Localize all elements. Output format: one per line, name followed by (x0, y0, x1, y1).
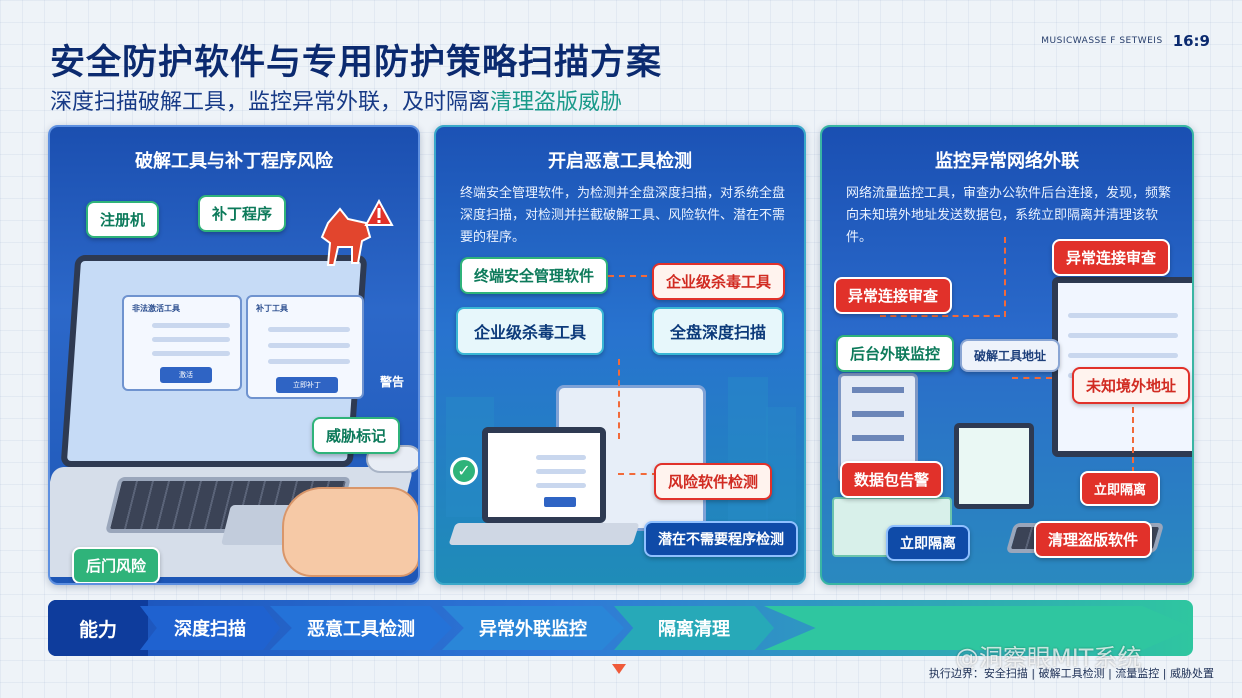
footer-note: 执行边界：安全扫描 | 破解工具检测 | 流量监控 | 威胁处置 (928, 667, 1214, 680)
window-header: 补丁工具 (256, 304, 288, 313)
monitor-small (954, 423, 1034, 509)
tag-full-disk-scan: 全盘深度扫描 (652, 307, 785, 355)
tag-enterprise-antivirus-top: 企业级杀毒工具 (652, 263, 786, 300)
tag-abnormal-audit-top: 异常连接审查 (1052, 239, 1171, 276)
hand-illustration (282, 487, 418, 577)
flow-connector (618, 359, 620, 439)
capability-isolate-clean[interactable]: 隔离清理 (614, 606, 774, 650)
warning-text: 警告 (380, 375, 405, 389)
form-line (152, 323, 230, 328)
flow-connector (1004, 237, 1006, 317)
tag-backdoor-risk: 后门风险 (72, 547, 161, 583)
activate-button[interactable]: 激活 (160, 367, 212, 383)
tag-pup-detection: 潜在不需要程序检测 (644, 521, 798, 557)
form-line (536, 469, 586, 474)
tag-isolate-now: 立即隔离 (886, 525, 970, 561)
scan-laptop-base (448, 523, 640, 545)
server-slot (852, 387, 904, 393)
tag-clean-pirated-software: 清理盗版软件 (1034, 521, 1153, 558)
form-line (268, 359, 350, 364)
panel-crack-tool-risk: 破解工具与补丁程序风险 非法激活工具 激活 补丁工具 立即补丁 警告 注册机 补… (48, 125, 420, 585)
capability-bar: 能力 深度扫描 恶意工具检测 异常外联监控 隔离清理 (48, 600, 1193, 656)
server-slot (852, 435, 904, 441)
form-line (268, 343, 350, 348)
form-line (1068, 313, 1178, 318)
tag-register-machine: 注册机 (86, 201, 160, 238)
panel-description: 网络流量监控工具，审查办公软件后台连接，发现，频繁向未知境外地址发送数据包，系统… (846, 186, 1172, 245)
top-right-info: MUSICWASSE F SETWEIS 16:9 (1041, 32, 1210, 50)
aspect-ratio-label: 16:9 (1172, 32, 1210, 50)
warning-icon (364, 198, 394, 227)
tag-risk-software-detection: 风险软件检测 (654, 463, 773, 500)
subtitle-highlight: 清理盗版威胁 (490, 90, 623, 115)
panel-malicious-tool-detection: 开启恶意工具检测 终端安全管理软件，为检测并全盘深度扫描，对系统全盘深度扫描，对… (434, 125, 806, 585)
subtitle-main: 深度扫描破解工具，监控异常外联，及时隔离 (50, 90, 491, 115)
flow-connector (1132, 397, 1134, 483)
tag-patch-program: 补丁程序 (198, 195, 287, 232)
form-line (152, 351, 230, 356)
down-arrow-icon (612, 664, 626, 674)
tag-enterprise-antivirus: 企业级杀毒工具 (456, 307, 605, 355)
tag-packet-alarm: 数据包告警 (840, 461, 944, 498)
server-slot (852, 411, 904, 417)
tag-unknown-foreign-address: 未知境外地址 (1072, 367, 1191, 404)
flow-connector (880, 315, 1000, 317)
form-line (268, 327, 350, 332)
capability-malicious-detection[interactable]: 恶意工具检测 (270, 606, 452, 650)
check-icon: ✓ (450, 457, 478, 485)
crack-tool-window: 非法激活工具 激活 (122, 295, 242, 391)
tag-terminal-security: 终端安全管理软件 (460, 257, 609, 294)
tag-isolate-now-top: 立即隔离 (1080, 471, 1161, 506)
form-line (536, 483, 586, 488)
panel-description: 终端安全管理软件，为检测并全盘深度扫描，对系统全盘深度扫描，对检测并拦截破解工具… (460, 186, 786, 245)
capability-label: 能力 (48, 600, 148, 656)
tag-abnormal-audit: 异常连接审查 (834, 277, 953, 314)
panel-abnormal-outbound-monitor: 监控异常网络外联 网络流量监控工具，审查办公软件后台连接，发现，频繁向未知境外地… (820, 125, 1194, 585)
scan-laptop-screen (482, 427, 606, 523)
panel-title: 开启恶意工具检测 (548, 151, 692, 172)
page-title: 安全防护软件与专用防护策略扫描方案 (50, 43, 663, 83)
form-line (1068, 353, 1178, 358)
form-line (1068, 333, 1178, 338)
panel-title: 破解工具与补丁程序风险 (135, 151, 333, 172)
tag-crack-tool-address: 破解工具地址 (960, 339, 1061, 372)
tag-backend-outbound: 后台外联监控 (836, 335, 955, 372)
capability-outbound-monitor[interactable]: 异常外联监控 (442, 606, 624, 650)
patch-tool-window: 补丁工具 立即补丁 (246, 295, 364, 399)
form-line (536, 455, 586, 460)
flow-connector (1012, 377, 1052, 379)
panel-title: 监控异常网络外联 (935, 151, 1079, 172)
flow-connector (618, 473, 658, 475)
tag-threat-mark: 威胁标记 (312, 417, 401, 454)
building-shape (728, 377, 768, 527)
capability-bar-tail (764, 606, 1193, 650)
brand-small-text: MUSICWASSE F SETWEIS (1041, 36, 1163, 46)
watermark: @洞察眼MIT系统 (955, 644, 1142, 672)
flow-connector (608, 275, 658, 277)
page-subtitle: 深度扫描破解工具，监控异常外联，及时隔离清理盗版威胁 (50, 84, 622, 116)
patch-now-button[interactable]: 立即补丁 (276, 377, 338, 393)
capability-deep-scan[interactable]: 深度扫描 (140, 606, 280, 650)
trojan-horse-icon (318, 203, 378, 273)
form-line (152, 337, 230, 342)
window-header: 非法激活工具 (132, 304, 180, 313)
scan-button[interactable] (544, 497, 576, 507)
